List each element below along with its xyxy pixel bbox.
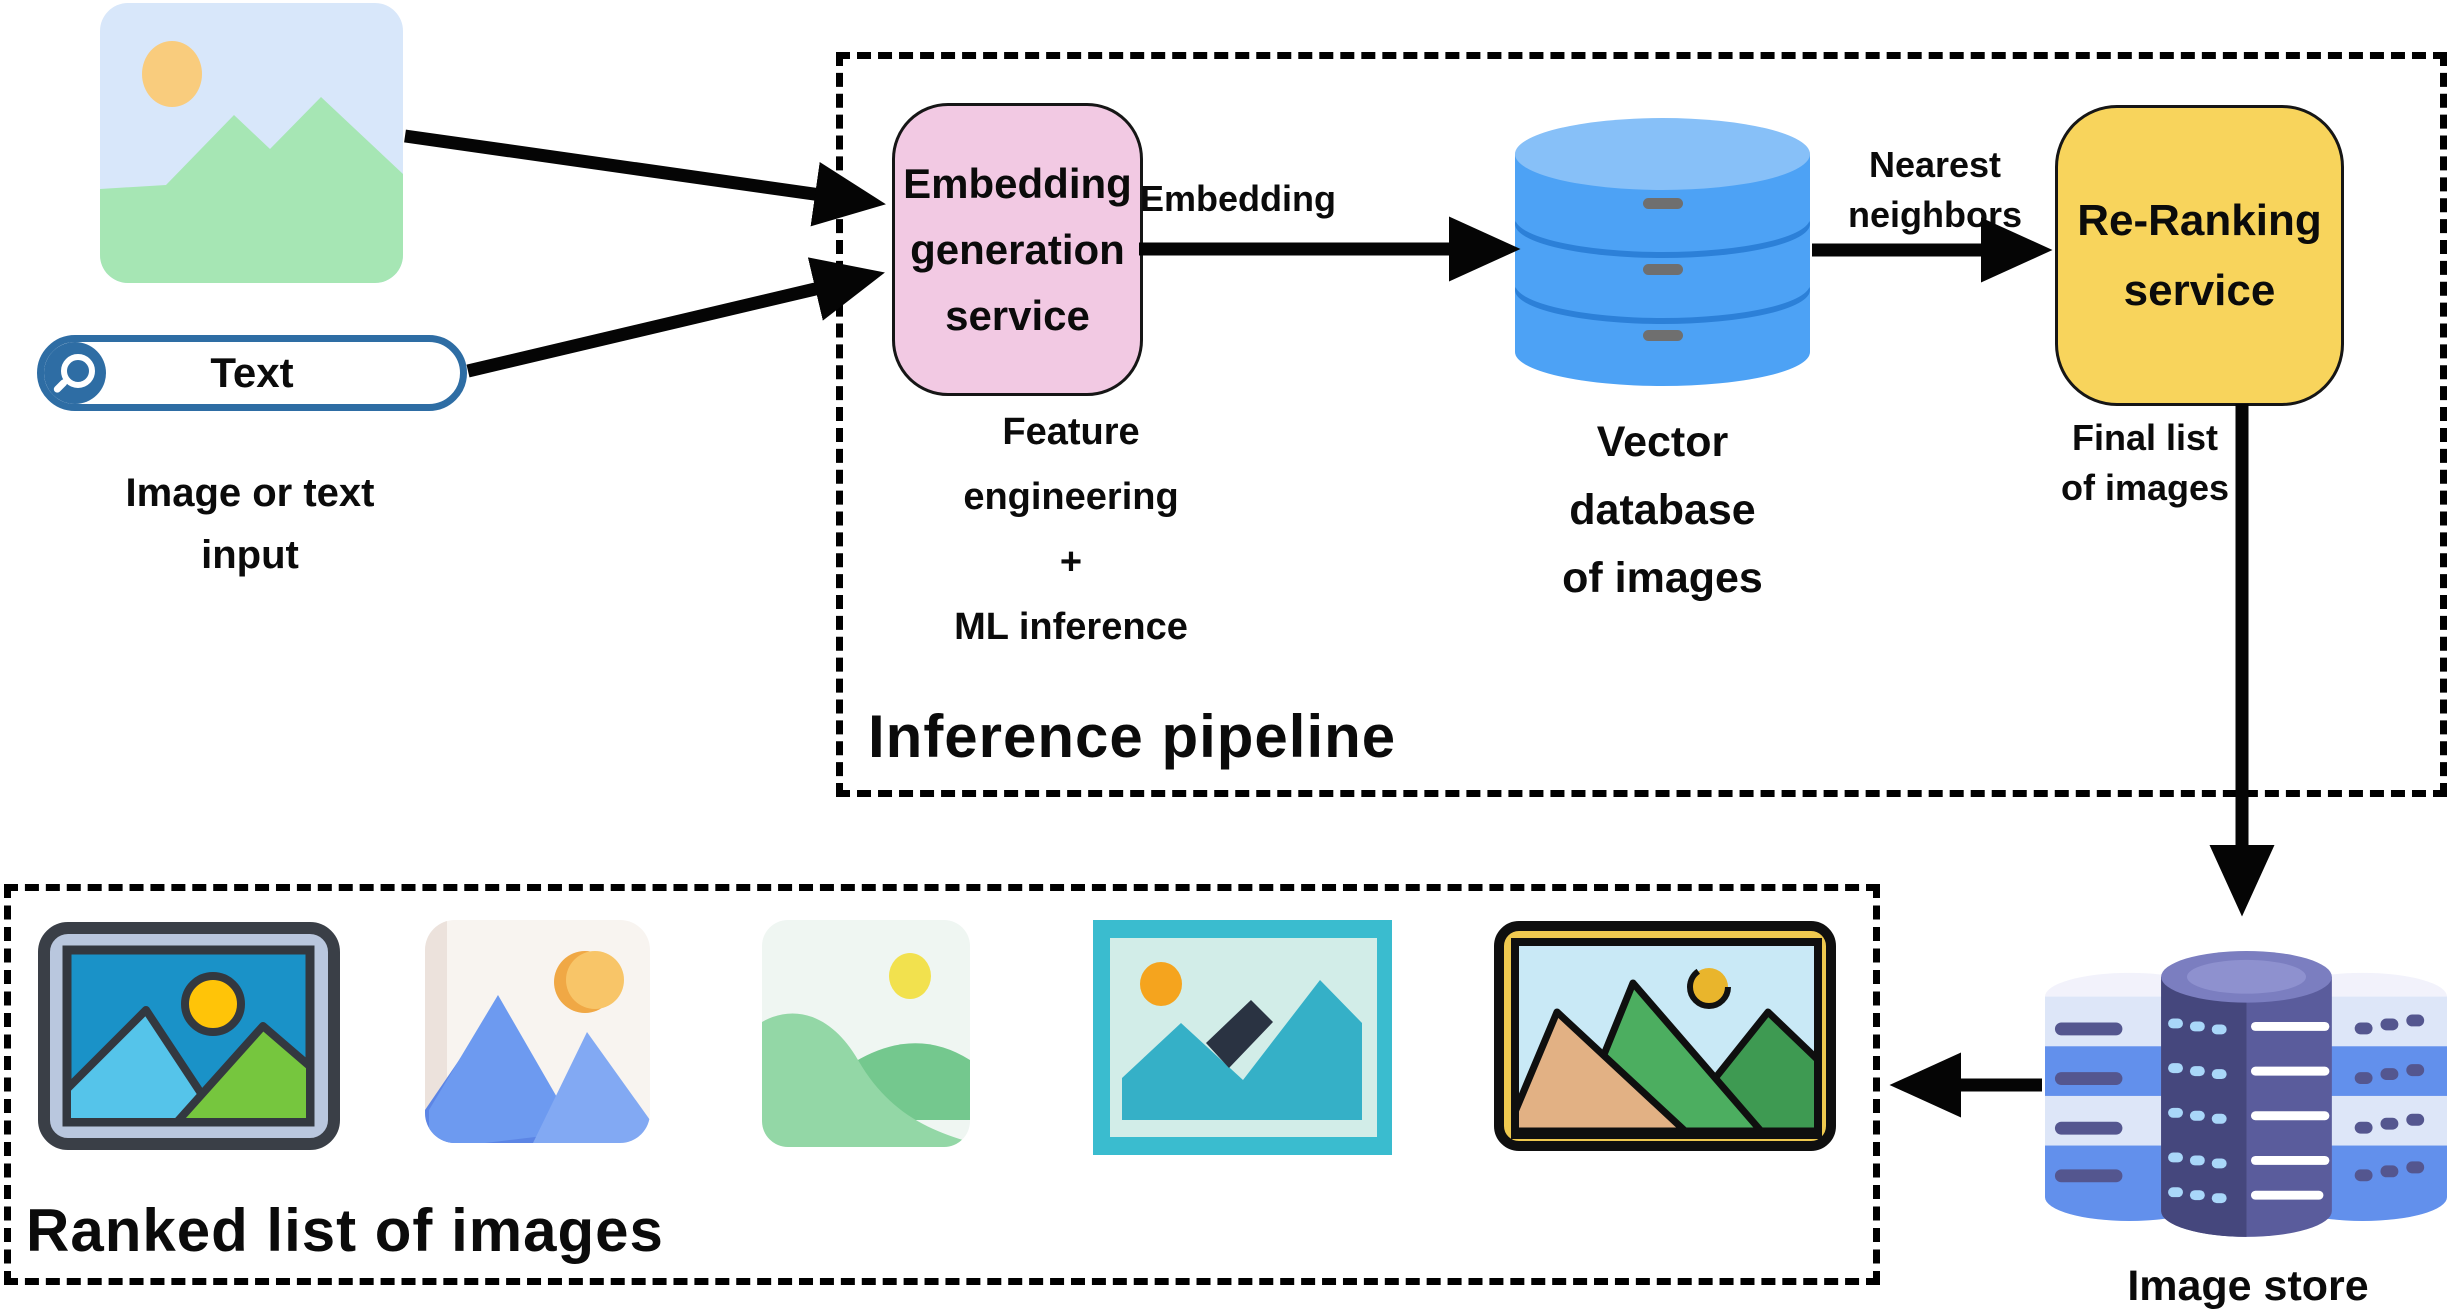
ranked-image-4-teal-photo-icon	[1093, 920, 1392, 1155]
ranked-image-1-framed-photo-icon	[38, 922, 340, 1150]
input-caption-line1: Image or text	[125, 471, 375, 515]
image-store-caption: Image store	[2127, 1262, 2369, 1310]
rerank-box-line2: service	[2123, 265, 2276, 315]
input-image-icon	[100, 3, 403, 283]
embedding-caption-line3: +	[1059, 541, 1083, 583]
ranked-image-2-photo-icon	[425, 920, 650, 1143]
embedding-caption-line4: ML inference	[954, 606, 1188, 648]
embedding-caption: Feature engineering + ML inference	[901, 400, 1241, 660]
ranked-image-5-gold-frame-icon	[1493, 920, 1837, 1152]
edge-nearest-line2: neighbors	[1847, 194, 2022, 235]
edge-final-line2: of images	[2060, 467, 2230, 508]
ranked-list-container	[4, 884, 1880, 1285]
arrow-image-to-embedding	[404, 129, 886, 227]
text-pill-label: Text	[210, 349, 294, 396]
embedding-box-line2: generation	[910, 225, 1125, 273]
embedding-caption-line2: engineering	[963, 476, 1179, 518]
edge-nearest-line1: Nearest	[1868, 144, 2002, 185]
re-ranking-service-node: Re-Ranking service	[2055, 105, 2344, 406]
ranked-image-3-hills-icon	[762, 920, 970, 1147]
rerank-box-line1: Re-Ranking	[2077, 195, 2322, 245]
embedding-generation-service-node: Embedding generation service	[892, 103, 1143, 396]
arrow-text-to-embedding	[466, 257, 885, 378]
inference-pipeline-container	[836, 52, 2447, 797]
vector-db-caption-line3: of images	[1562, 554, 1763, 602]
magnifier-ring-icon	[61, 354, 95, 388]
input-caption-line2: input	[201, 533, 299, 577]
vector-db-caption: Vector database of images	[1510, 408, 1815, 612]
input-caption: Image or text input	[20, 462, 480, 586]
server-stack-icon	[2045, 951, 2447, 1237]
edge-final-line1: Final list	[2071, 417, 2219, 458]
inference-pipeline-label: Inference pipeline	[868, 703, 1397, 770]
database-icon	[1515, 118, 1810, 386]
ranked-list-label: Ranked list of images	[26, 1197, 664, 1264]
embedding-box-line1: Embedding	[903, 159, 1132, 207]
edge-label-embedding: Embedding	[1140, 178, 1336, 219]
edge-label-nearest-neighbors: Nearest neighbors	[1822, 140, 2048, 240]
vector-db-caption-line2: database	[1569, 486, 1756, 534]
sun-icon	[142, 41, 202, 107]
search-icon	[44, 342, 106, 404]
edge-label-final-list: Final list of images	[2035, 413, 2255, 513]
embedding-box-line3: service	[945, 291, 1090, 339]
vector-db-caption-line1: Vector	[1596, 418, 1729, 466]
embedding-caption-line1: Feature	[1002, 411, 1140, 453]
text-search-pill: Text	[37, 335, 467, 411]
mountains-icon	[100, 97, 403, 283]
